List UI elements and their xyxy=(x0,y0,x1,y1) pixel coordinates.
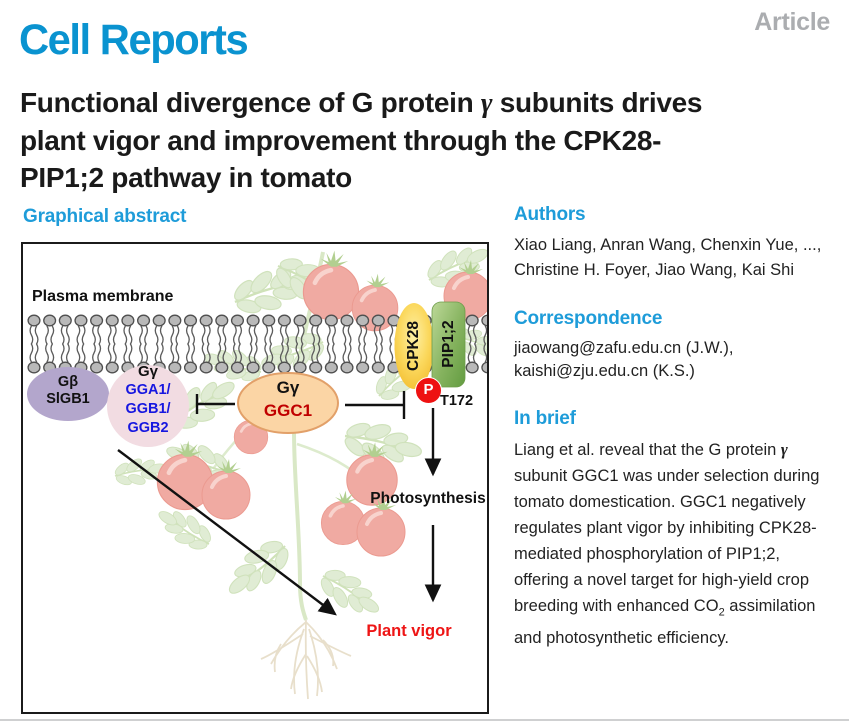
title-line-3: PIP1;2 pathway in tomato xyxy=(20,162,352,193)
title-line-2: plant vigor and improvement through the … xyxy=(20,125,662,156)
gamma-symbol: γ xyxy=(780,440,788,459)
t172-label: T172 xyxy=(440,393,474,409)
title-line-1: Functional divergence of G protein γ sub… xyxy=(20,87,703,119)
pip12-capsule xyxy=(431,301,466,388)
inhibition-tbar-right xyxy=(345,391,406,419)
correspondence-section: Correspondence jiaowang@zafu.edu.cn (J.W… xyxy=(514,308,836,383)
paper-title: Functional divergence of G protein γ sub… xyxy=(20,84,840,196)
article-type-label: Article xyxy=(754,8,830,36)
plasma-membrane-label: Plasma membrane xyxy=(32,288,174,305)
in-brief-heading: In brief xyxy=(514,408,576,429)
cpk28-label: CPK28 xyxy=(405,321,422,371)
abstract-diagram-svg xyxy=(27,244,487,700)
authors-section: Authors Xiao Liang, Anran Wang, Chenxin … xyxy=(514,204,836,283)
plant-vigor-label: Plant vigor xyxy=(366,622,452,640)
correspondence-emails: jiaowang@zafu.edu.cn (J.W.), kaishi@zju.… xyxy=(514,337,836,383)
pip12-label: PIP1;2 xyxy=(440,320,457,368)
gga-ggb-label: GGA1/ GGB1/ GGB2 xyxy=(125,382,171,436)
plant-roots xyxy=(260,619,352,700)
authors-heading: Authors xyxy=(514,204,586,225)
graphical-abstract-heading: Graphical abstract xyxy=(23,206,187,227)
article-info-column: Authors Xiao Liang, Anran Wang, Chenxin … xyxy=(514,204,836,676)
inhibition-tbar-left xyxy=(195,394,235,414)
ggc1-label: GGC1 xyxy=(263,401,313,420)
gamma-symbol: γ xyxy=(480,88,493,119)
in-brief-section: In brief Liang et al. reveal that the G … xyxy=(514,408,836,651)
cpk28-capsule xyxy=(394,303,434,389)
g-beta-label: Gβ SlGB1 xyxy=(46,374,90,407)
graphical-abstract-figure: Plasma membrane Gβ SlGB1 Gγ GGA1/ GGB1/ … xyxy=(21,242,489,714)
email-link-jiaowang[interactable]: jiaowang@zafu.edu.cn (J.W.), xyxy=(514,339,734,357)
g-gamma-label: Gγ xyxy=(137,363,158,380)
g-gamma-gga-ellipse xyxy=(107,365,189,447)
journal-logo: Cell Reports xyxy=(19,16,249,64)
bottom-divider xyxy=(0,719,849,721)
phosphorylation-badge: P xyxy=(415,377,442,404)
ggc1-ellipse xyxy=(237,372,339,434)
g-beta-ellipse xyxy=(27,367,109,421)
ggc-gamma-label: Gγ xyxy=(276,378,300,397)
arrow-ggamma-to-plant-vigor xyxy=(117,449,337,616)
in-brief-text: Liang et al. reveal that the G protein γ… xyxy=(514,440,820,648)
email-link-kaishi[interactable]: kaishi@zju.edu.cn (K.S.) xyxy=(514,362,695,380)
photosynthesis-label: Photosynthesis xyxy=(370,490,486,507)
correspondence-heading: Correspondence xyxy=(514,308,663,329)
authors-names: Xiao Liang, Anran Wang, Chenxin Yue, ...… xyxy=(514,236,822,279)
